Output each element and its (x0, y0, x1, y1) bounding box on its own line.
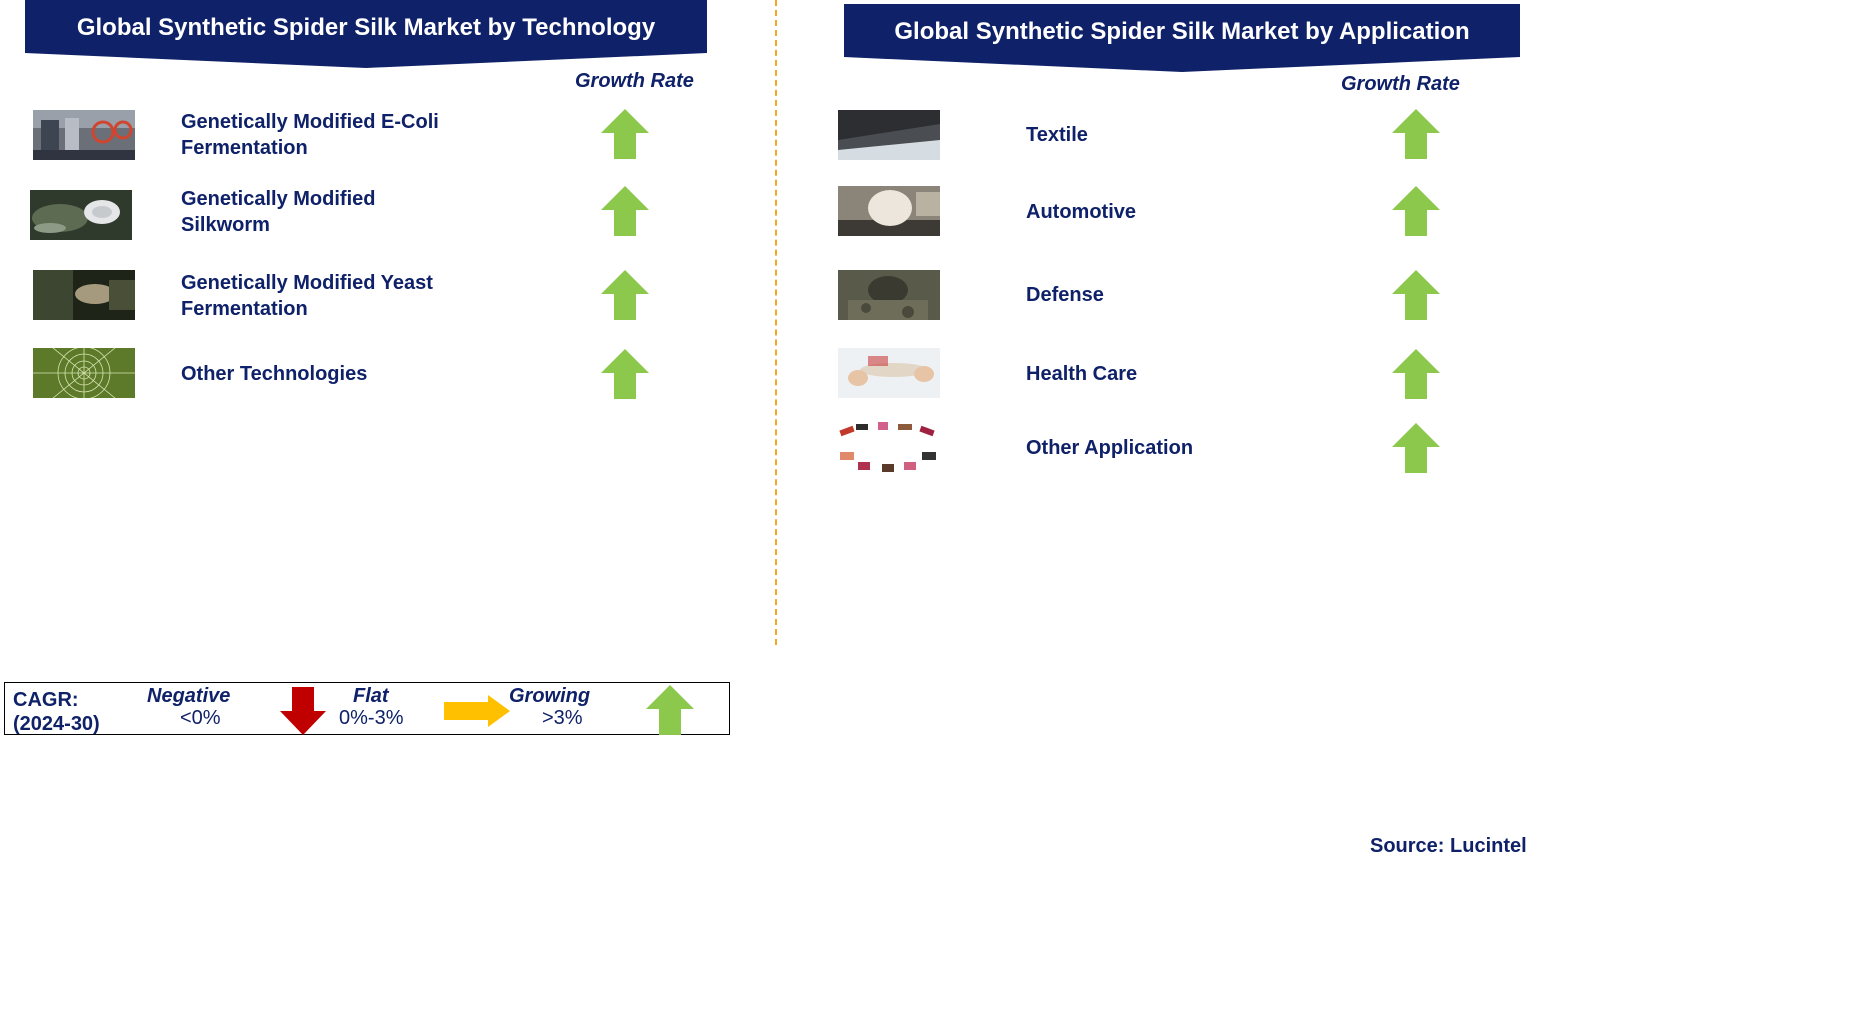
growth-up-arrow-icon (1392, 109, 1440, 159)
technology-title: Global Synthetic Spider Silk Market by T… (76, 14, 656, 41)
growth-up-arrow-icon (601, 186, 649, 236)
application-growth-header: Growth Rate (1341, 73, 1460, 95)
panel-divider (775, 0, 777, 645)
application-item-label-5: Other Application (1026, 437, 1194, 459)
technology-item-label-1: Genetically Modified E-Coli Fermentation (181, 109, 439, 161)
growing-up-arrow-icon (646, 685, 694, 735)
yeast-lab-thumbnail (33, 270, 135, 320)
ecoli-lab-thumbnail (33, 110, 135, 160)
textile-thumbnail (838, 110, 940, 160)
health-care-thumbnail (838, 348, 940, 398)
application-item-label-4: Health Care (1026, 363, 1138, 385)
technology-item-3-line2: Fermentation (181, 298, 308, 320)
growth-up-arrow-icon (601, 109, 649, 159)
legend-negative-range: <0% (180, 707, 221, 729)
technology-growth-header: Growth Rate (575, 70, 694, 92)
technology-item-label-4: Other Technologies (181, 361, 367, 387)
application-item-label-3: Defense (1026, 284, 1104, 306)
automotive-airbag-thumbnail (838, 186, 940, 236)
technology-item-3-line1: Genetically Modified Yeast (181, 272, 433, 294)
cosmetics-thumbnail (838, 422, 940, 472)
technology-item-2-line2: Silkworm (181, 214, 270, 236)
negative-down-arrow-icon (280, 687, 326, 735)
application-title-banner: Global Synthetic Spider Silk Market by A… (844, 4, 1520, 72)
technology-item-1-line1: Genetically Modified E-Coli (181, 111, 439, 133)
defense-soldier-thumbnail (838, 270, 940, 320)
application-item-label-1: Textile (1026, 124, 1088, 146)
legend-negative-label: Negative (147, 685, 231, 707)
growth-up-arrow-icon (1392, 349, 1440, 399)
growth-up-arrow-icon (1392, 423, 1440, 473)
growth-up-arrow-icon (1392, 270, 1440, 320)
silkworm-thumbnail (30, 190, 132, 240)
technology-title-banner: Global Synthetic Spider Silk Market by T… (25, 0, 707, 68)
legend-growing-range: >3% (542, 707, 583, 729)
application-title: Global Synthetic Spider Silk Market by A… (894, 18, 1470, 45)
legend-cagr-label: CAGR: (13, 689, 79, 711)
spider-web-thumbnail (33, 348, 135, 398)
legend-flat-range: 0%-3% (339, 707, 404, 729)
growth-up-arrow-icon (601, 349, 649, 399)
technology-item-label-3: Genetically Modified Yeast Fermentation (181, 270, 433, 322)
legend-growing-label: Growing (509, 685, 591, 707)
cagr-legend: CAGR: (2024-30) Negative <0% Flat 0%-3% … (4, 682, 730, 735)
growth-up-arrow-icon (601, 270, 649, 320)
application-item-label-2: Automotive (1026, 201, 1136, 223)
legend-flat-label: Flat (353, 685, 389, 707)
flat-right-arrow-icon (444, 695, 510, 727)
growth-up-arrow-icon (1392, 186, 1440, 236)
technology-item-1-line2: Fermentation (181, 137, 308, 159)
technology-item-label-2: Genetically Modified Silkworm (181, 186, 375, 238)
source-credit: Source: Lucintel (1370, 835, 1527, 857)
technology-item-4-line1: Other Technologies (181, 363, 368, 385)
technology-item-2-line1: Genetically Modified (181, 188, 376, 210)
legend-period: (2024-30) (13, 713, 100, 735)
